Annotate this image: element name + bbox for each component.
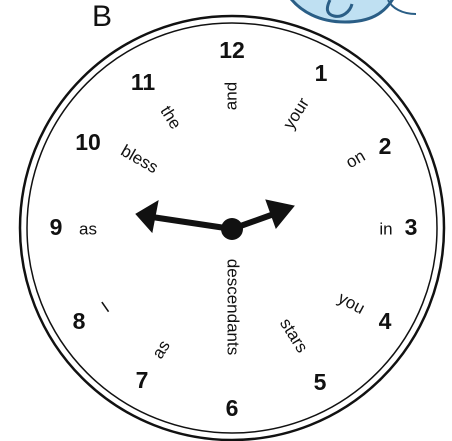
word-descendants: descendants [224,259,243,355]
decoration-top [288,0,416,22]
word-and: and [221,82,240,110]
word-as-9: as [79,219,97,238]
hour-number-6: 6 [226,395,239,421]
hour-number-10: 10 [75,129,101,155]
hour-number-7: 7 [136,367,149,393]
hour-number-5: 5 [314,369,327,395]
word-in: in [379,219,392,238]
hour-number-4: 4 [379,308,392,334]
hour-number-2: 2 [379,133,392,159]
hour-number-3: 3 [405,214,418,240]
hour-number-11: 11 [131,69,156,95]
exercise-label: B [92,2,112,32]
hour-number-12: 12 [219,37,245,63]
hour-number-9: 9 [50,214,63,240]
decoration-shape [288,0,395,22]
hour-number-8: 8 [73,308,86,334]
hour-number-1: 1 [315,60,328,86]
clock-center-pin [221,218,243,240]
